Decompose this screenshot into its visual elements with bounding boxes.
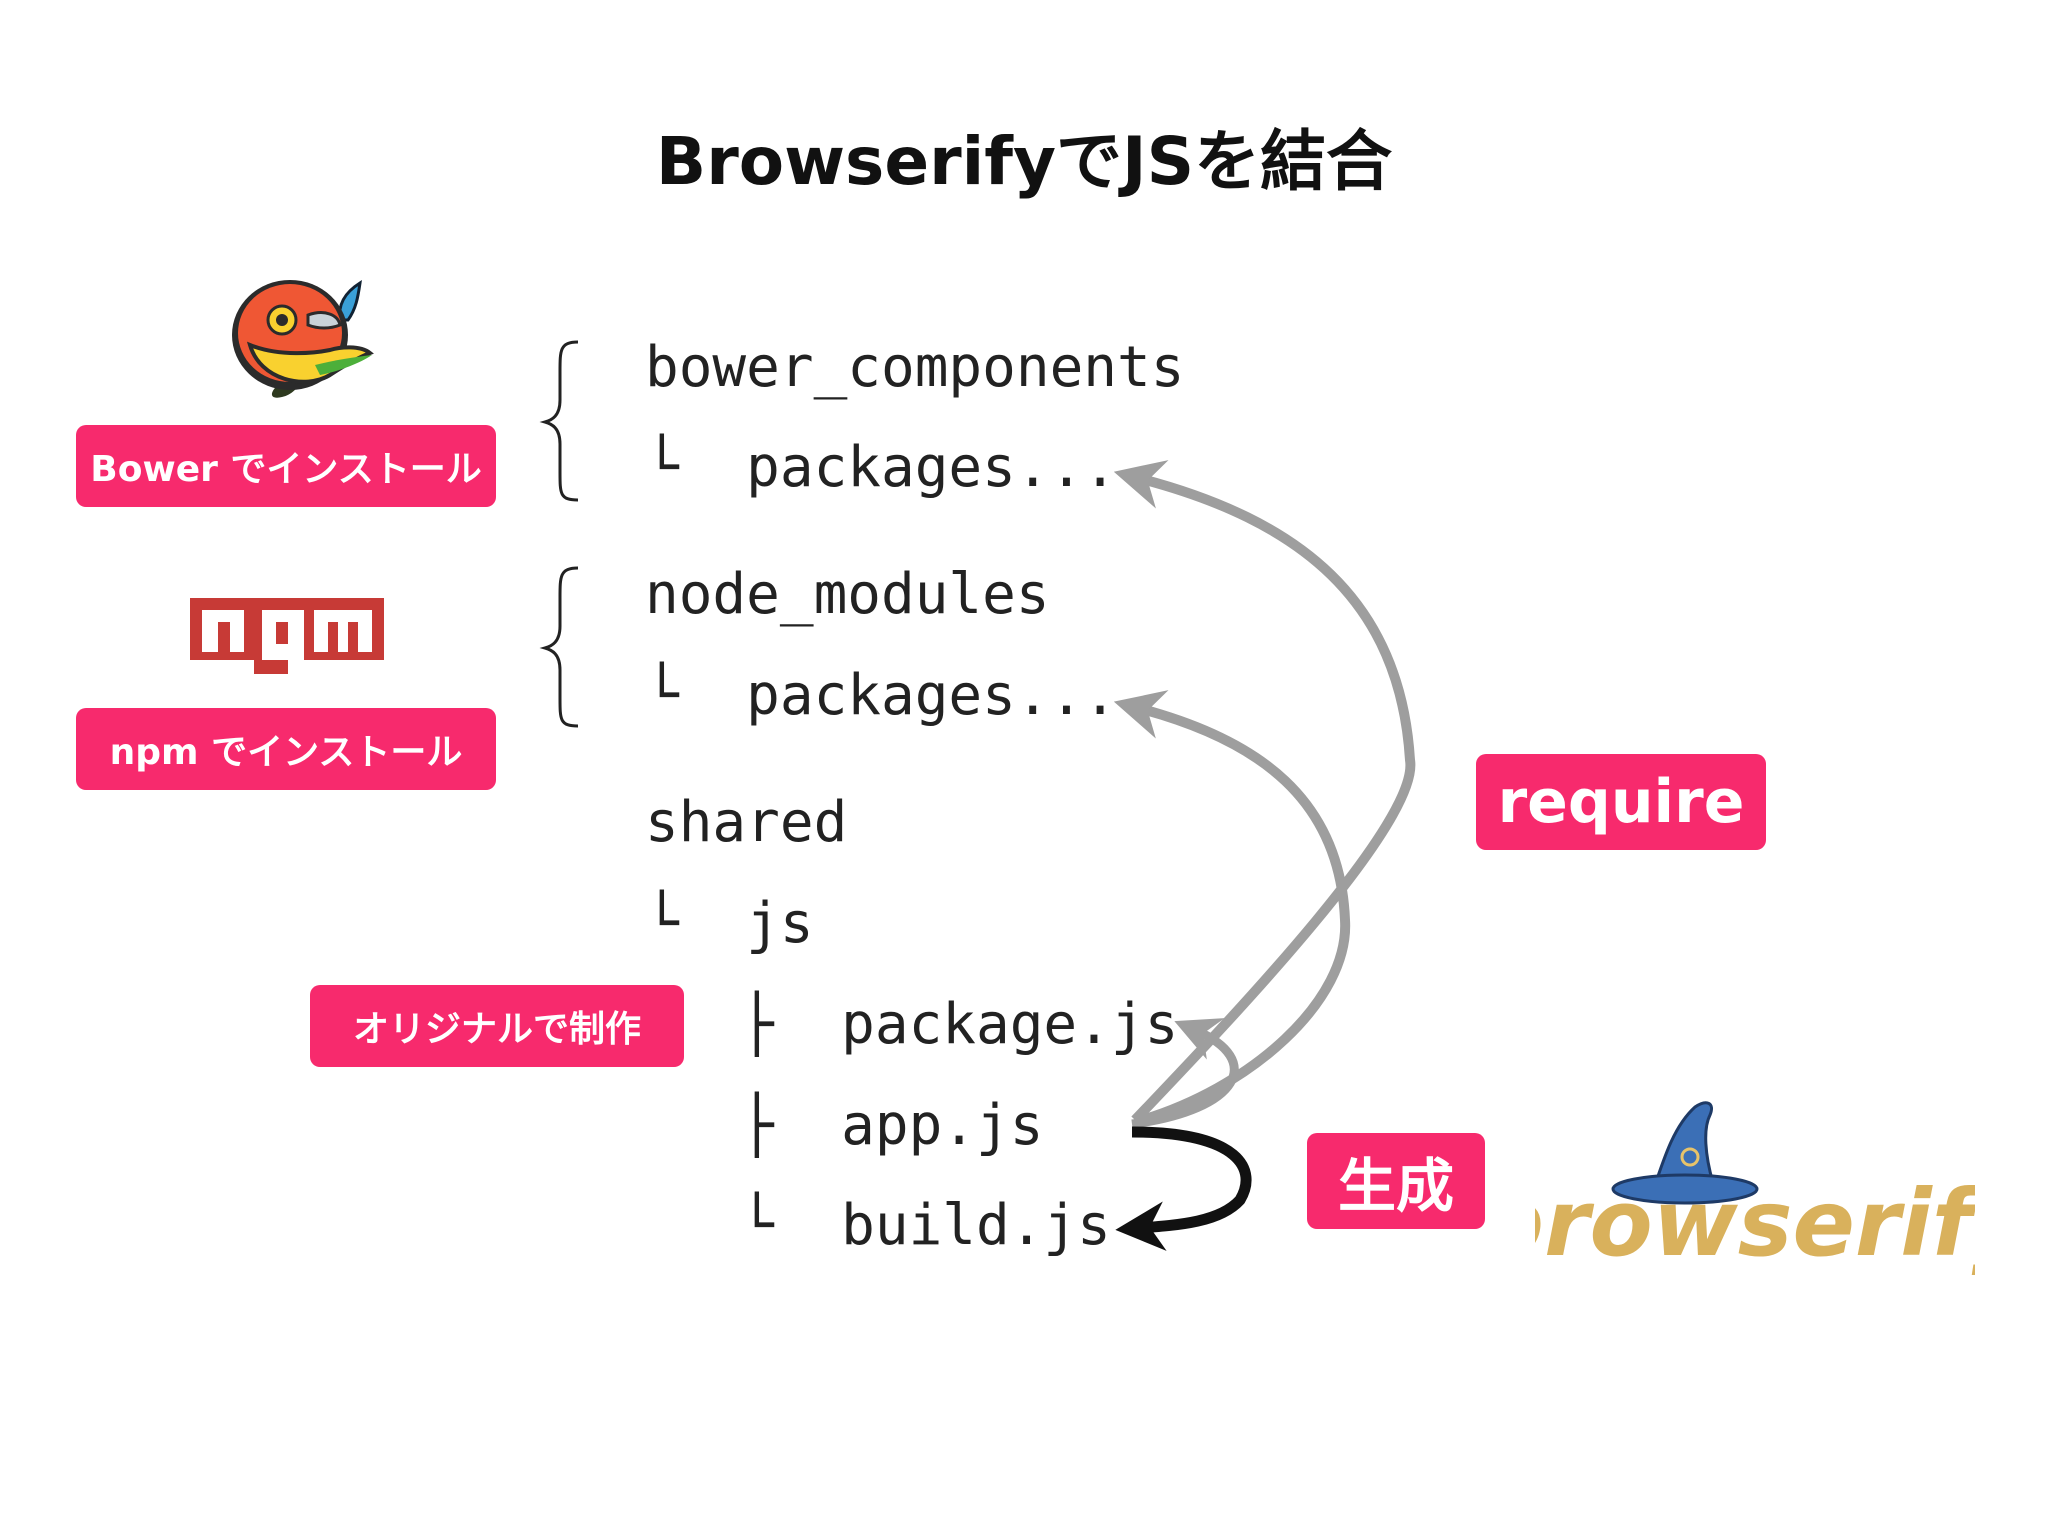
tree-js: └ js <box>645 891 814 956</box>
require-arrow-bower <box>1113 460 1416 1124</box>
slide-title: BrowserifyでJSを結合 <box>655 123 1393 200</box>
tree-node-modules: node_modules <box>645 562 1050 627</box>
tree-package-js: ├ package.js <box>740 992 1179 1057</box>
tree-shared: shared <box>645 790 848 855</box>
bower-install-tag: Bower でインストール <box>76 425 496 507</box>
browserify-logo: browserify <box>1478 1085 2036 1285</box>
tree-bower-components: bower_components <box>645 335 1185 400</box>
bower-logo-icon <box>220 265 380 400</box>
wizard-hat-icon <box>1652 1101 1715 1187</box>
require-arrow-npm <box>1113 690 1351 1127</box>
tree-app-js: ├ app.js <box>740 1093 1044 1158</box>
bower-brace <box>539 340 579 502</box>
require-tag: require <box>1476 754 1766 850</box>
npm-brace <box>539 566 579 728</box>
generate-arrow <box>1115 1126 1252 1251</box>
npm-install-tag: npm でインストール <box>76 708 496 790</box>
original-tag: オリジナルで制作 <box>310 985 684 1067</box>
tree-build-js: └ build.js <box>740 1193 1111 1258</box>
npm-logo-icon: npm <box>190 598 384 678</box>
require-arrow-package <box>1131 1018 1239 1129</box>
tree-node-packages: └ packages... <box>645 663 1118 728</box>
browserify-logo-text: browserify <box>1535 1170 1975 1277</box>
tree-bower-packages: └ packages... <box>645 435 1118 500</box>
generate-tag: 生成 <box>1307 1133 1485 1229</box>
